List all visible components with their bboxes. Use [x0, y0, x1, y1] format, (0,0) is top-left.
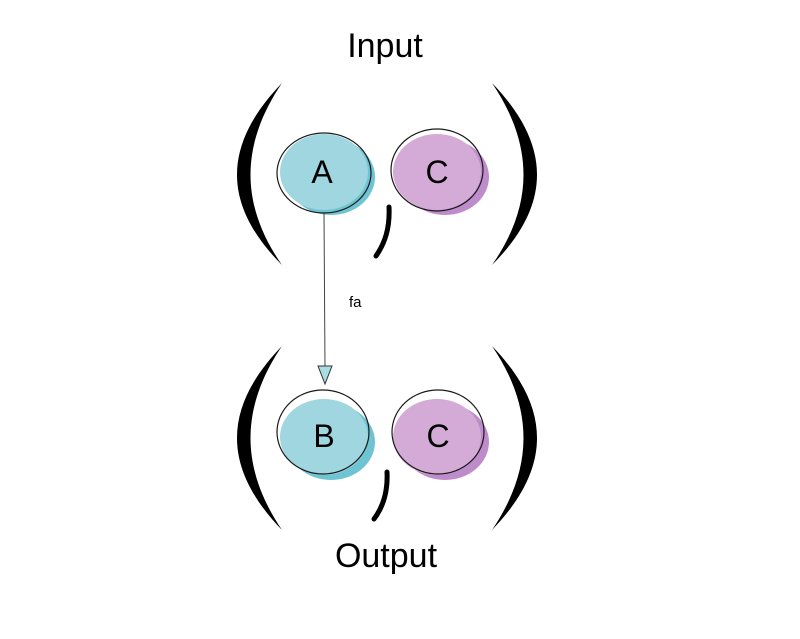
arrow-line	[323, 211, 326, 369]
output-node-b: B	[276, 389, 375, 480]
output-right-paren	[492, 346, 537, 530]
input-node-a: A	[276, 132, 375, 215]
node-c-output-fill	[393, 399, 481, 475]
node-c-fill	[393, 134, 481, 210]
node-a-fill	[280, 134, 368, 210]
node-c-output-letter: C	[426, 418, 449, 454]
node-c-letter: C	[425, 154, 448, 190]
node-a-letter: A	[311, 154, 333, 190]
node-b-letter: B	[313, 418, 334, 454]
output-comma	[371, 469, 390, 522]
output-node-c: C	[391, 389, 489, 480]
mapping-arrow: fa	[317, 211, 362, 386]
node-b-outline	[276, 389, 370, 475]
input-right-paren	[492, 83, 537, 265]
node-c-outline	[390, 128, 484, 212]
input-comma	[373, 204, 392, 259]
output-left-paren	[237, 346, 282, 530]
output-title: Output	[335, 537, 438, 575]
node-c-output-outline	[391, 389, 485, 475]
input-left-paren	[237, 83, 282, 265]
edge-label: fa	[349, 294, 362, 311]
node-b-fill	[280, 399, 368, 475]
input-node-c: C	[390, 128, 489, 215]
arrow-head	[317, 365, 333, 386]
input-title: Input	[347, 27, 423, 65]
